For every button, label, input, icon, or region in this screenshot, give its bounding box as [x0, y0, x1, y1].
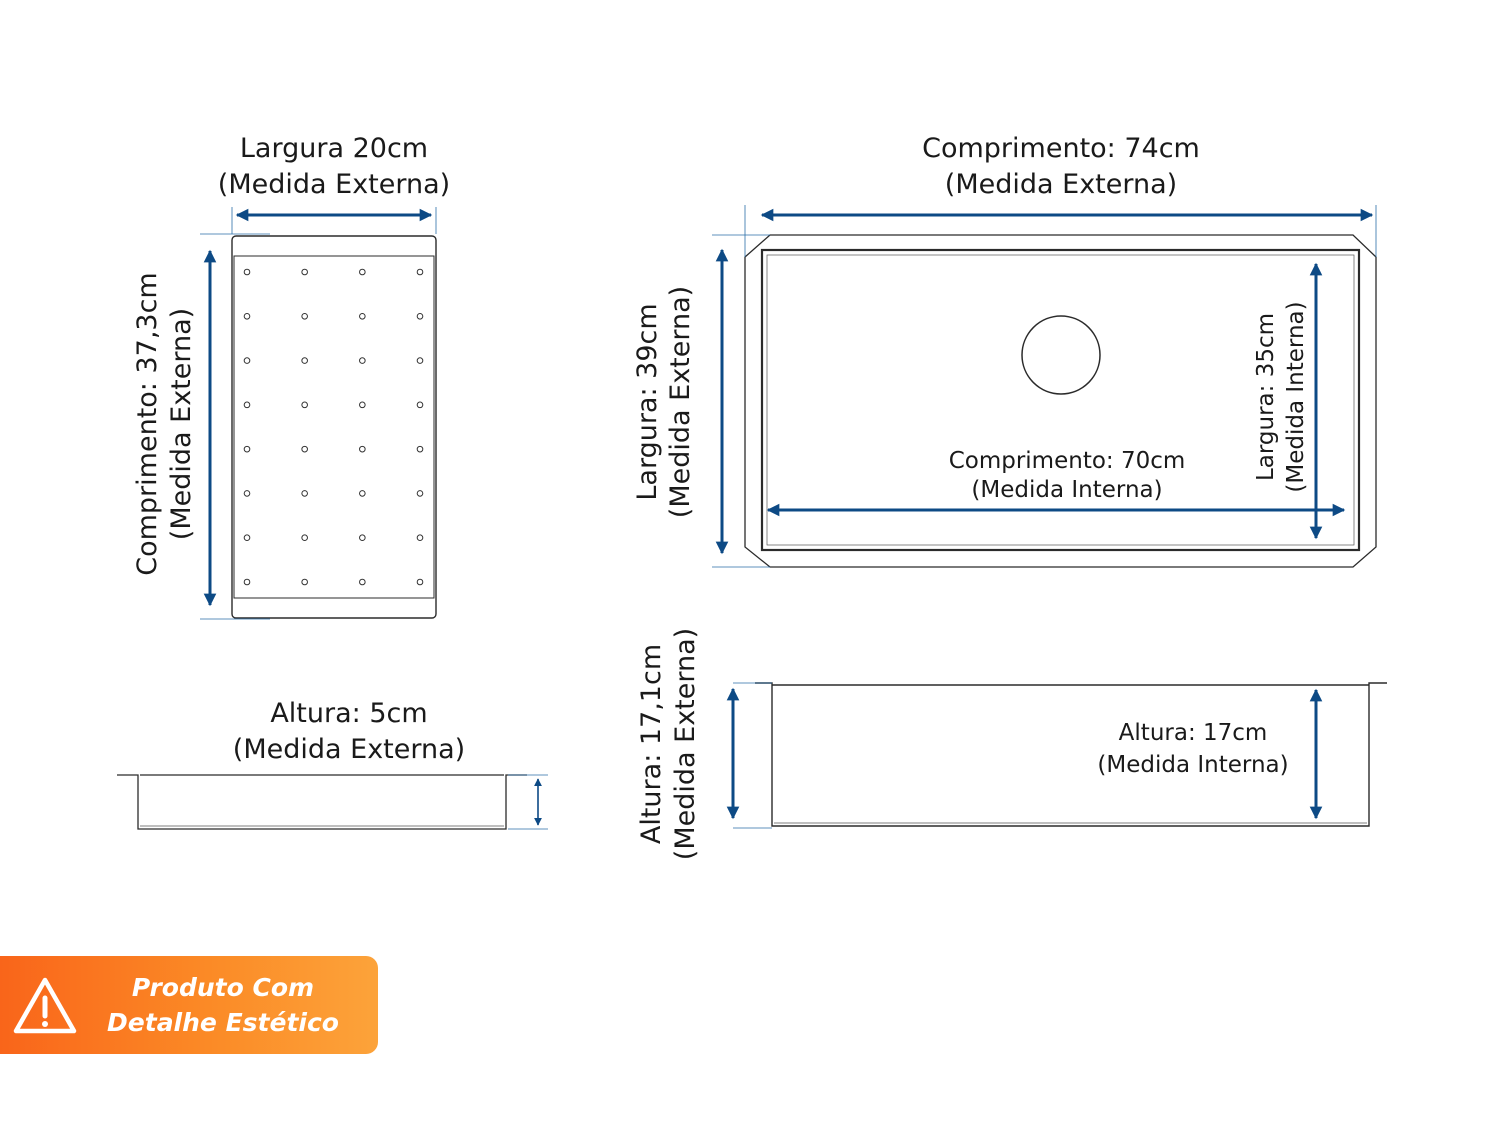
- badge-line-2: Detalhe Estético: [107, 1008, 339, 1037]
- sink-height-int-note: (Medida Interna): [1097, 752, 1288, 778]
- strainer-hole: [359, 445, 366, 453]
- strainer-hole: [243, 445, 251, 453]
- sink-height-ext-label: Altura: 17,1cm: [636, 644, 667, 844]
- badge-text: Produto Com Detalhe Estético: [88, 970, 358, 1040]
- strainer-hole: [301, 445, 308, 453]
- strainer-hole: [243, 268, 251, 276]
- strainer-hole: [359, 401, 366, 409]
- sink-width-ext-label: Largura: 39cm: [632, 303, 663, 500]
- drain-hole: [1021, 315, 1101, 395]
- warning-triangle-icon: [13, 977, 77, 1034]
- strainer-hole: [359, 357, 366, 364]
- sink-side-view: [755, 682, 1387, 827]
- strainer-hole: [416, 578, 424, 586]
- sink-length-int-note: (Medida Interna): [971, 477, 1162, 503]
- strainer-hole: [416, 312, 424, 320]
- sink-length-ext-note: (Medida Externa): [945, 169, 1177, 200]
- aesthetic-detail-badge: Produto Com Detalhe Estético: [0, 956, 378, 1054]
- strainer-hole: [359, 534, 366, 542]
- strainer-hole: [301, 312, 308, 320]
- sink-length-int-label: Comprimento: 70cm: [949, 448, 1186, 474]
- sink-width-int-note: (Medida Interna): [1283, 301, 1309, 492]
- strainer-height-note: (Medida Externa): [233, 734, 465, 765]
- strainer-hole: [416, 534, 424, 542]
- strainer-hole: [301, 534, 308, 542]
- strainer-hole: [416, 268, 424, 276]
- strainer-hole: [243, 312, 251, 320]
- strainer-hole: [416, 401, 424, 409]
- strainer-hole: [301, 268, 308, 276]
- strainer-hole: [301, 401, 308, 409]
- strainer-hole: [243, 357, 251, 364]
- strainer-hole-grid: [243, 268, 424, 586]
- strainer-hole: [243, 401, 251, 409]
- sink-top-view: [744, 234, 1377, 568]
- sink-height-ext-note: (Medida Externa): [670, 628, 701, 860]
- strainer-hole: [359, 490, 366, 497]
- badge-line-1: Produto Com: [131, 973, 315, 1002]
- strainer-hole: [243, 534, 251, 542]
- strainer-hole: [416, 357, 424, 364]
- sink-height-int-label: Altura: 17cm: [1119, 720, 1268, 746]
- strainer-hole: [416, 490, 424, 497]
- strainer-hole: [359, 578, 366, 586]
- strainer-hole: [243, 578, 251, 586]
- strainer-side-view: [117, 774, 527, 830]
- sink-length-ext-label: Comprimento: 74cm: [922, 133, 1200, 164]
- strainer-hole: [301, 578, 308, 586]
- strainer-hole: [416, 445, 424, 453]
- strainer-length-label: Comprimento: 37,3cm: [132, 272, 163, 576]
- strainer-hole: [243, 490, 251, 497]
- sink-width-ext-note: (Medida Externa): [665, 286, 696, 518]
- sink-width-int-label: Largura: 35cm: [1253, 313, 1279, 481]
- strainer-hole: [359, 268, 366, 276]
- strainer-hole: [301, 490, 308, 497]
- strainer-top-view: [231, 235, 437, 619]
- strainer-length-note: (Medida Externa): [166, 308, 197, 540]
- strainer-height-label: Altura: 5cm: [270, 698, 427, 729]
- strainer-hole: [359, 312, 366, 320]
- strainer-width-note: (Medida Externa): [218, 169, 450, 200]
- strainer-hole: [301, 357, 308, 364]
- strainer-width-label: Largura 20cm: [240, 133, 428, 164]
